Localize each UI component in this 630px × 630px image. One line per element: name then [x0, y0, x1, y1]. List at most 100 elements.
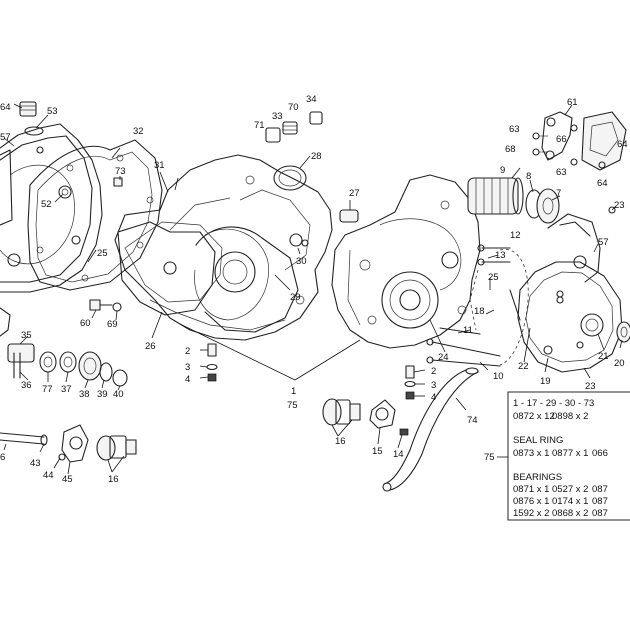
seal-ring-row: 0877 x 1	[552, 448, 588, 459]
gasket-outline-dashed	[499, 249, 529, 366]
oil-filler-plug	[19, 101, 44, 136]
callout-60: 60	[80, 318, 91, 329]
kit-table-header: 1 - 17 - 29 - 30 - 73	[513, 398, 594, 409]
callout-3: 3	[185, 362, 190, 373]
callout-64: 64	[617, 139, 628, 150]
callout-73: 73	[115, 166, 126, 177]
callout-2: 2	[431, 366, 436, 377]
callout-38: 38	[79, 389, 90, 400]
breather-hose	[382, 367, 479, 492]
callout-23: 23	[585, 381, 596, 392]
callout-16: 16	[335, 436, 346, 447]
callout-57: 57	[0, 132, 11, 143]
callout-37: 37	[61, 384, 72, 395]
shift-shaft	[0, 432, 48, 446]
center-small-parts	[113, 111, 359, 247]
callout-45: 45	[62, 474, 73, 485]
crank-seal-right	[616, 321, 630, 343]
callout-77: 77	[42, 384, 53, 395]
callout-1: 1	[291, 386, 296, 397]
callout-63: 63	[509, 124, 520, 135]
kit-table-row-top: 0898 x 2	[552, 411, 588, 422]
callout-4: 4	[431, 392, 436, 403]
screw	[399, 428, 409, 436]
seal-ring-row: 066	[592, 448, 608, 459]
case-bolts	[426, 244, 521, 367]
callout-75: 75	[287, 400, 298, 411]
callout-40: 40	[113, 389, 124, 400]
callout-32: 32	[133, 126, 144, 137]
left-crankcase-half	[114, 154, 333, 341]
callout-64: 64	[0, 102, 11, 113]
callout-22: 22	[518, 361, 529, 372]
callout-25: 25	[488, 272, 499, 283]
callout-7: 7	[556, 188, 561, 199]
bearings-title: BEARINGS	[513, 472, 562, 483]
callout-34: 34	[306, 94, 317, 105]
callout-2: 2	[185, 346, 190, 357]
bearings-row: 087	[592, 496, 608, 507]
leader-lines	[3, 103, 623, 475]
bearing-housing-center	[322, 398, 361, 426]
pickup-cover-bracket	[541, 111, 627, 171]
gasket-outline-dashed-2	[469, 269, 479, 331]
callout-29: 29	[290, 292, 301, 303]
callout-31: 31	[154, 160, 165, 171]
seal-ring-row: 0873 x 1	[513, 448, 549, 459]
callout-14: 14	[393, 449, 404, 460]
callout-16: 16	[108, 474, 119, 485]
callout-23: 23	[614, 200, 625, 211]
callout-44: 44	[43, 470, 54, 481]
callout-36: 36	[21, 380, 32, 391]
left-engine-cover	[0, 123, 103, 293]
callout-15: 15	[372, 446, 383, 457]
callout-10: 10	[493, 371, 504, 382]
callout-4: 4	[185, 374, 190, 385]
bearings-row: 0871 x 1	[513, 484, 549, 495]
oil-filter	[467, 177, 524, 215]
kit-table-row-top: 0872 x 12	[513, 411, 555, 422]
seal-holder	[369, 399, 396, 429]
callout-24: 24	[438, 352, 449, 363]
bearing-housing-left	[96, 435, 137, 461]
bearings-row: 0868 x 2	[552, 508, 588, 519]
callout-43: 43	[30, 458, 41, 469]
callout-52: 52	[41, 199, 52, 210]
callout-28: 28	[311, 151, 322, 162]
left-cover-gasket	[27, 139, 163, 291]
callout-53: 53	[47, 106, 58, 117]
callout-8: 8	[526, 171, 531, 182]
callout-57: 57	[598, 237, 609, 248]
bearings-row: 0876 x 1	[513, 496, 549, 507]
callout-20: 20	[614, 358, 625, 369]
callout-74: 74	[467, 415, 478, 426]
bearings-row: 0527 x 2	[552, 484, 588, 495]
callout-18: 18	[474, 306, 485, 317]
bolt-and-washer	[89, 299, 122, 312]
callout-63: 63	[556, 167, 567, 178]
callout-64: 64	[597, 178, 608, 189]
callout-39: 39	[97, 389, 108, 400]
callout-9: 9	[500, 165, 505, 176]
callout-3: 3	[431, 380, 436, 391]
callout-61: 61	[567, 97, 578, 108]
callout-33: 33	[272, 111, 283, 122]
water-pump-cover	[58, 424, 89, 463]
callout-30: 30	[296, 256, 307, 267]
callout-69: 69	[107, 319, 118, 330]
callout-25: 25	[97, 248, 108, 259]
callout-21: 21	[598, 351, 609, 362]
callout-66: 66	[556, 134, 567, 145]
oil-filter-cover	[525, 188, 560, 224]
callout-35: 35	[21, 330, 32, 341]
bearings-row: 0174 x 1	[552, 496, 588, 507]
callout-6: 6	[0, 452, 5, 463]
bearings-row: 1592 x 2	[513, 508, 549, 519]
callout-27: 27	[349, 188, 360, 199]
callout-19: 19	[540, 376, 551, 387]
callout-70: 70	[288, 102, 299, 113]
